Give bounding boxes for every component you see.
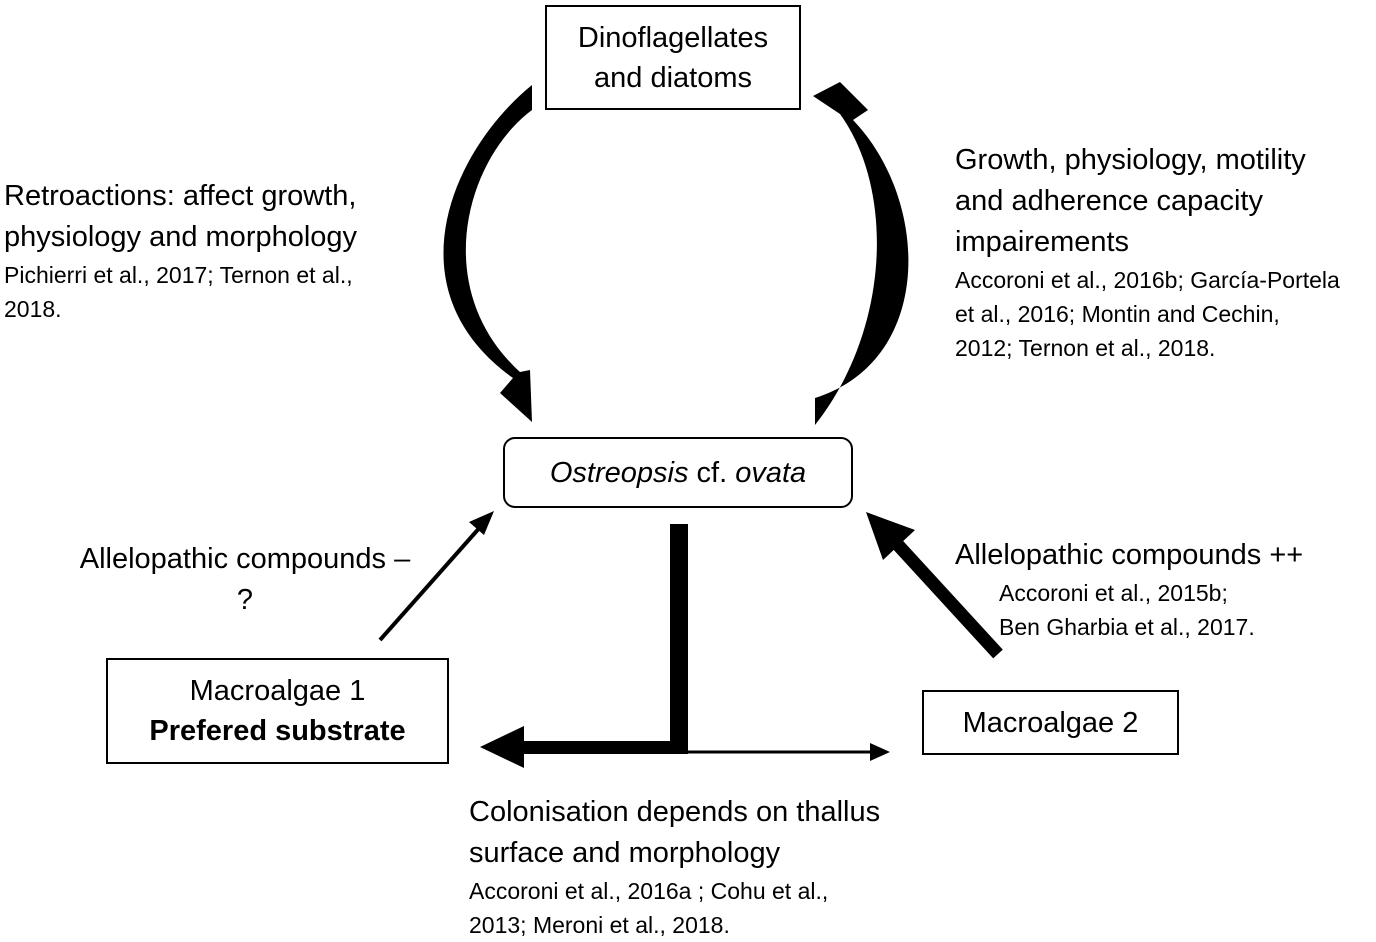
label-colonisation: Colonisation depends on thallus surface … — [469, 792, 880, 942]
allelo-minus-line2: ? — [236, 584, 254, 616]
impairment-arrow — [813, 82, 909, 425]
label-retroactions: Retroactions: affect growth, physiology … — [4, 176, 357, 326]
colonisation-right-arrowhead — [870, 743, 890, 761]
colonisation-stem — [670, 524, 688, 754]
node-macroalgae-1: Macroalgae 1 Prefered substrate — [106, 658, 449, 764]
allelopathic-minus-arrow-line — [378, 523, 484, 642]
growth-ref2: et al., 2016; Montin and Cechin, — [955, 301, 1280, 327]
retroactions-ref2: 2018. — [4, 296, 62, 322]
growth-line2: and adherence capacity — [955, 185, 1263, 217]
allelopathic-minus-arrowhead — [469, 511, 494, 535]
allelo-plus-ref2: Ben Gharbia et al., 2017. — [999, 614, 1255, 640]
node-macroalgae-2: Macroalgae 2 — [922, 690, 1179, 755]
growth-ref1: Accoroni et al., 2016b; García-Portela — [955, 267, 1340, 293]
node-macroalgae-2-line1: Macroalgae 2 — [962, 706, 1139, 739]
retroactions-ref1: Pichierri et al., 2017; Ternon et al., — [4, 262, 353, 288]
label-allelopathic-minus: Allelopathic compounds – ? — [40, 539, 450, 621]
node-dinoflagellates-line1: Dinoflagellates — [577, 21, 769, 54]
allelo-plus-ref1: Accoroni et al., 2015b; — [999, 580, 1228, 606]
allelo-plus-line1: Allelopathic compounds ++ — [955, 539, 1304, 571]
allelo-minus-line1: Allelopathic compounds – — [79, 543, 411, 575]
allelopathic-plus-arrowhead — [866, 512, 915, 560]
ostreopsis-cf: cf. — [688, 456, 736, 489]
node-macroalgae-1-line2: Prefered substrate — [149, 715, 406, 747]
colonisation-ref1: Accoroni et al., 2016a ; Cohu et al., — [469, 878, 829, 904]
retroactions-line1: Retroactions: affect growth, — [4, 180, 357, 212]
node-macroalgae-1-line1: Macroalgae 1 — [189, 675, 366, 707]
growth-line1: Growth, physiology, motility — [955, 144, 1306, 176]
label-growth: Growth, physiology, motility and adheren… — [955, 140, 1340, 365]
colonisation-ref2: 2013; Meroni et al., 2018. — [469, 912, 730, 938]
colonisation-left-arrowhead — [480, 726, 524, 768]
node-dinoflagellates: Dinoflagellates and diatoms — [545, 5, 801, 110]
retroaction-arrow — [443, 85, 532, 422]
label-allelopathic-plus: Allelopathic compounds ++ Accoroni et al… — [955, 535, 1303, 644]
ostreopsis-species: ovata — [735, 456, 807, 489]
colonisation-line2: surface and morphology — [469, 837, 781, 869]
retroactions-line2: physiology and morphology — [4, 221, 358, 253]
colonisation-line1: Colonisation depends on thallus — [469, 796, 881, 828]
growth-line3: impairements — [955, 226, 1130, 258]
allelopathic-plus-arrow-line — [893, 540, 1003, 659]
node-ostreopsis-label: Ostreopsis cf. ovata — [550, 453, 806, 493]
node-dinoflagellates-line2: and diatoms — [594, 61, 752, 94]
growth-ref3: 2012; Ternon et al., 2018. — [955, 335, 1216, 361]
ostreopsis-genus: Ostreopsis — [549, 456, 689, 489]
node-ostreopsis: Ostreopsis cf. ovata — [503, 437, 853, 508]
colonisation-left-bar — [515, 741, 688, 754]
